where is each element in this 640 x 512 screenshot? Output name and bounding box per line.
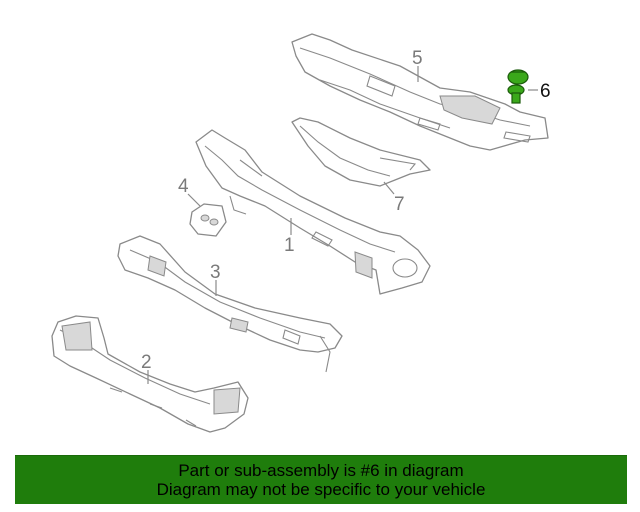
parts-diagram: 1 2 3 4 5 6 7 (51, 33, 551, 433)
leader-line-7 (383, 181, 395, 195)
callout-3: 3 (210, 262, 221, 283)
part-3-lower-support[interactable] (117, 235, 343, 373)
part-2-crossmember[interactable] (51, 315, 249, 433)
banner-line-part: Part or sub-assembly is #6 in diagram (178, 461, 464, 480)
callout-6: 6 (540, 81, 551, 102)
info-banner: Part or sub-assembly is #6 in diagram Di… (15, 455, 627, 504)
part-5-upper-panel[interactable] (291, 33, 549, 151)
callout-4: 4 (178, 176, 189, 197)
callout-7: 7 (394, 194, 405, 215)
callout-2: 2 (141, 352, 152, 373)
part-6-fastener[interactable] (507, 69, 529, 104)
part-4-mount[interactable] (189, 203, 227, 237)
callout-1: 1 (284, 235, 295, 256)
leader-line-4 (187, 193, 201, 207)
callout-5: 5 (412, 48, 423, 69)
banner-line-disclaimer: Diagram may not be specific to your vehi… (156, 480, 486, 499)
part-7-deflector[interactable] (291, 117, 431, 187)
part-1-radiator-support[interactable] (195, 129, 431, 295)
